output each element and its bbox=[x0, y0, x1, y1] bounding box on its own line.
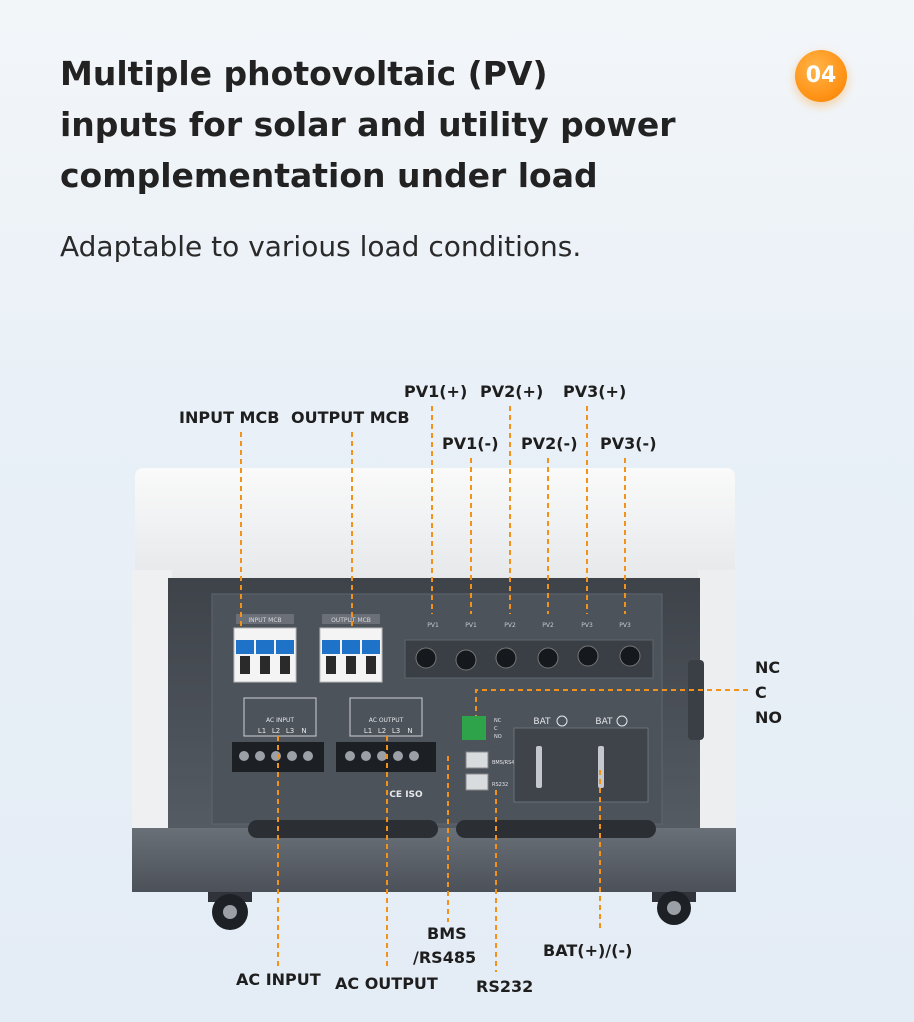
ac-out-l3: L3 bbox=[392, 727, 400, 735]
pv-connector-bar bbox=[404, 639, 654, 679]
input-mcb-breakers bbox=[233, 627, 297, 683]
title-line-3: complementation under load bbox=[60, 156, 598, 195]
ac-input-print: AC INPUT bbox=[266, 717, 294, 724]
bat-neg-print: BAT bbox=[595, 717, 613, 727]
pv-port-print-2: PV1 bbox=[465, 622, 477, 629]
ac-out-l1: L1 bbox=[364, 727, 372, 735]
pv-port-print-3: PV2 bbox=[504, 622, 516, 629]
relay-terminal-labels: NC C NO bbox=[494, 718, 502, 740]
ac-output-print: AC OUTPUT bbox=[369, 717, 404, 724]
output-mcb-breakers bbox=[319, 627, 383, 683]
pv-port-print-6: PV3 bbox=[619, 622, 631, 629]
label-pv3-pos: PV3(+) bbox=[563, 382, 627, 401]
label-pv1-neg: PV1(-) bbox=[442, 434, 499, 453]
ac-in-l3: L3 bbox=[286, 727, 294, 735]
side-handle bbox=[688, 660, 704, 740]
bat-plus-icon bbox=[556, 715, 568, 727]
caster-wheel-right bbox=[652, 891, 696, 925]
ac-out-l2: L2 bbox=[378, 727, 386, 735]
pv-port-print-1: PV1 bbox=[427, 622, 439, 629]
pv-port-print-5: PV3 bbox=[581, 622, 593, 629]
ac-input-terminal-labels: L1 L2 L3 N bbox=[258, 727, 307, 735]
subtitle: Adaptable to various load conditions. bbox=[60, 230, 582, 263]
relay-nc-print: NC bbox=[494, 718, 502, 724]
ac-output-terminal-labels: L1 L2 L3 N bbox=[364, 727, 413, 735]
page-title: Multiple photovoltaic (PV) inputs for so… bbox=[60, 48, 760, 201]
step-badge: 04 bbox=[795, 50, 847, 102]
relay-terminal bbox=[462, 716, 486, 740]
label-pv3-neg: PV3(-) bbox=[600, 434, 657, 453]
callout-lines bbox=[240, 406, 748, 972]
ac-out-n: N bbox=[407, 727, 412, 735]
bms-port-print: BMS/RS485 bbox=[492, 760, 521, 766]
label-input-mcb: INPUT MCB bbox=[179, 408, 280, 427]
label-c: C bbox=[755, 683, 767, 702]
bat-pos-print: BAT bbox=[533, 717, 551, 727]
label-bms-line2: /RS485 bbox=[413, 948, 477, 967]
label-ac-output: AC OUTPUT bbox=[335, 974, 438, 993]
cable-slot-left bbox=[248, 820, 438, 838]
ac-input-label-box bbox=[243, 697, 317, 737]
cable-slot-right bbox=[456, 820, 656, 838]
input-mcb-plate bbox=[236, 614, 294, 624]
output-mcb-print: OUTPUT MCB bbox=[331, 617, 371, 624]
label-pv2-pos: PV2(+) bbox=[480, 382, 544, 401]
ac-in-l1: L1 bbox=[258, 727, 266, 735]
ac-in-l2: L2 bbox=[272, 727, 280, 735]
label-ac-input: AC INPUT bbox=[236, 970, 321, 989]
label-no: NO bbox=[755, 708, 782, 727]
pv-port-labels: PV1 PV1 PV2 PV2 PV3 PV3 bbox=[427, 622, 631, 629]
pv-port-print-4: PV2 bbox=[542, 622, 554, 629]
label-bat: BAT(+)/(-) bbox=[543, 941, 633, 960]
battery-terminal-cover bbox=[513, 727, 649, 803]
ce-iso-mark: CE ISO bbox=[389, 790, 423, 800]
bms-port bbox=[465, 751, 489, 769]
cabinet-top bbox=[135, 468, 735, 580]
bat-neg-bar bbox=[598, 746, 604, 788]
cabinet-tray bbox=[132, 828, 736, 892]
output-mcb-plate bbox=[322, 614, 380, 624]
rs232-port bbox=[465, 773, 489, 791]
bat-pos-bar bbox=[536, 746, 542, 788]
input-mcb-print: INPUT MCB bbox=[248, 617, 281, 624]
rs232-port-print: RS232 bbox=[492, 782, 508, 788]
ac-in-n: N bbox=[301, 727, 306, 735]
label-pv2-neg: PV2(-) bbox=[521, 434, 578, 453]
title-line-2: inputs for solar and utility power bbox=[60, 105, 676, 144]
label-pv1-pos: PV1(+) bbox=[404, 382, 468, 401]
relay-c-print: C bbox=[494, 726, 498, 732]
title-line-1: Multiple photovoltaic (PV) bbox=[60, 54, 548, 93]
label-bms-line1: BMS bbox=[427, 924, 467, 943]
label-output-mcb: OUTPUT MCB bbox=[291, 408, 410, 427]
label-nc: NC bbox=[755, 658, 781, 677]
label-rs232: RS232 bbox=[476, 977, 534, 996]
relay-no-print: NO bbox=[494, 734, 502, 740]
cabinet-right-side bbox=[698, 570, 736, 850]
pv-connectors bbox=[415, 645, 641, 671]
caster-wheel-left bbox=[208, 892, 252, 930]
bat-minus-icon bbox=[616, 715, 628, 727]
cabinet-left-side bbox=[132, 570, 172, 850]
